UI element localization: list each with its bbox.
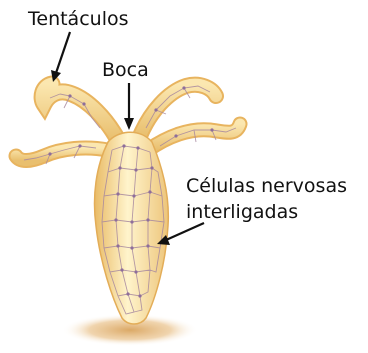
mouth-arrowhead [124, 118, 134, 130]
hydra-body [95, 132, 169, 324]
nerve-cells-label-line1: Células nervosas [186, 175, 347, 197]
mouth-label: Boca [102, 59, 149, 81]
tentacle-upper-left [42, 84, 118, 140]
tentacles-arrow [56, 32, 70, 73]
nerve-cells-label-line2: interligadas [186, 201, 298, 223]
tentacle-right [148, 124, 240, 150]
nerve-cells-arrow [166, 223, 204, 240]
tentacles-label: Tentáculos [27, 8, 129, 30]
